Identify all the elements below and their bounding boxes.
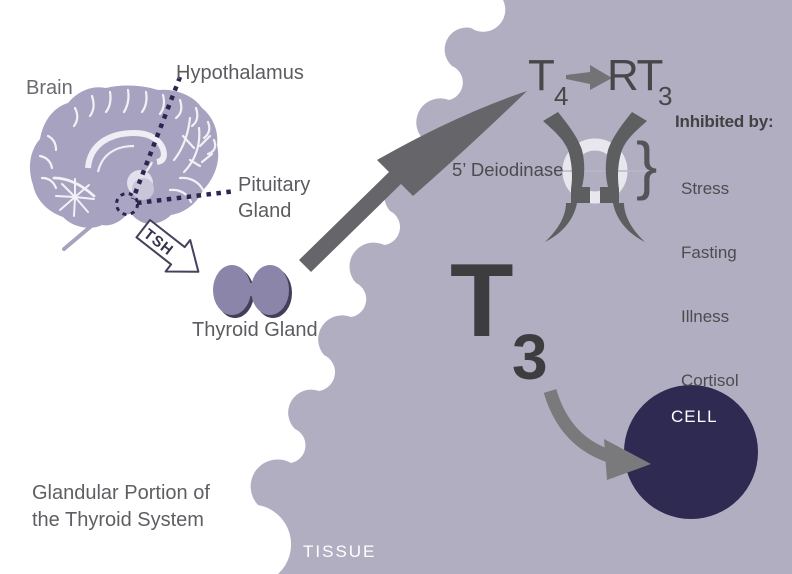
inhibitor-item: Fasting <box>681 243 737 263</box>
brain-label: Brain <box>26 77 73 99</box>
t3-symbol: T <box>450 243 514 359</box>
glandular-caption: Glandular Portion of the Thyroid System <box>32 480 210 533</box>
cell-circle <box>624 385 758 519</box>
inhibitor-item: Illness <box>681 307 730 327</box>
thyroid-gland-label: Thyroid Gland <box>192 319 318 341</box>
inhibitors-brace: } <box>636 129 658 201</box>
rt3-subscript: 3 <box>658 81 673 111</box>
deiodinase-label: 5’ Deiodinase <box>452 159 564 180</box>
gyri-lines <box>38 88 217 190</box>
conversion-arrow <box>566 65 612 90</box>
cell-label: CELL <box>671 407 718 426</box>
thyroid-gland-shape <box>213 265 292 318</box>
secretion-arrow <box>299 91 527 272</box>
brain-illustration <box>29 85 219 251</box>
t3-subscript: 3 <box>512 321 548 393</box>
occipital-branches <box>168 116 214 204</box>
uptake-arrow <box>543 389 651 480</box>
hypothalamus-label: Hypothalamus <box>176 62 304 84</box>
t4-symbol: T <box>528 51 555 100</box>
t4-subscript: 4 <box>554 81 569 111</box>
deiodinase-enzyme-icon <box>540 112 650 242</box>
inhibitor-list: Stress Fasting Illness Cortisol <box>681 135 739 435</box>
glandular-caption-line2: the Thyroid System <box>32 508 204 531</box>
inhibitor-item: Stress <box>681 178 730 198</box>
rt3-symbol: RT <box>607 51 663 100</box>
pituitary-pointer-dotted-line <box>136 188 237 206</box>
inhibited-by-title: Inhibited by: <box>675 112 774 131</box>
inhibitor-item: Cortisol <box>681 371 739 391</box>
brainstem-line <box>62 220 98 251</box>
hypothalamus-pointer-dotted-line <box>130 76 183 200</box>
pituitary-label-line1: Pituitary <box>238 174 311 196</box>
glandular-caption-line1: Glandular Portion of <box>32 482 210 504</box>
tissue-label: TISSUE <box>303 542 377 561</box>
cerebellum-starburst <box>52 176 96 217</box>
pituitary-marker <box>115 192 139 216</box>
tsh-arrow: TSH <box>135 219 200 273</box>
pituitary-label-line2: Gland <box>238 200 292 222</box>
